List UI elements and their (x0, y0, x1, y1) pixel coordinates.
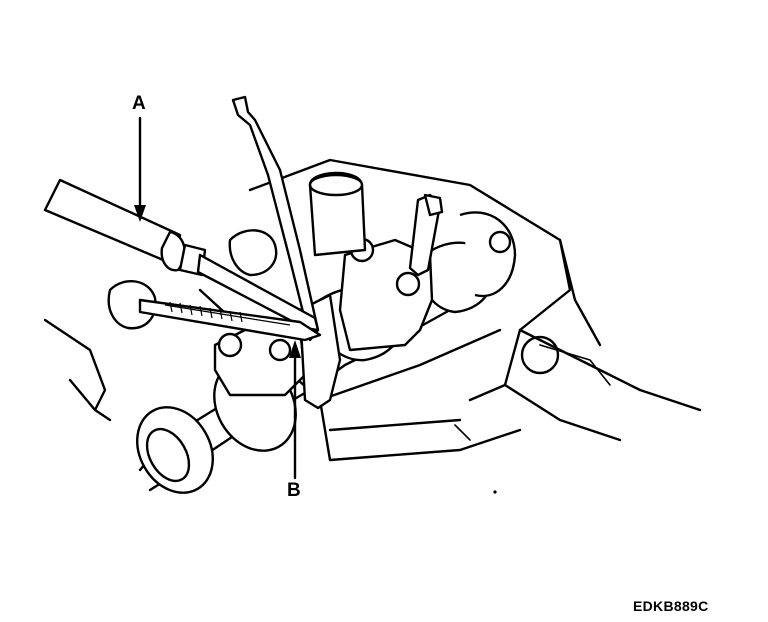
right-lifter-hook (408, 193, 444, 277)
valve-spring-tower (308, 171, 367, 257)
label-b: B (287, 480, 301, 501)
arrow-b (289, 340, 301, 480)
reference-code: EDKB889C (633, 598, 709, 614)
label-a: A (132, 93, 146, 114)
arrow-a (134, 116, 146, 222)
pick-tool-b (138, 298, 322, 342)
stray-dot (493, 490, 497, 494)
